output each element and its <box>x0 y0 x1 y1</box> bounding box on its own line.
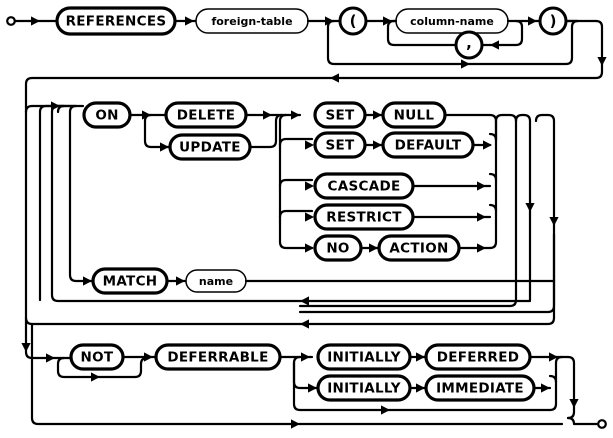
arrow-icon <box>373 140 382 150</box>
node-name-label: name <box>199 275 233 288</box>
node-set-null-set-label: SET <box>325 108 355 124</box>
arrow-icon <box>300 296 309 306</box>
node-lparen-label: ( <box>350 12 357 30</box>
arrow-icon <box>369 243 378 253</box>
node-action-label: ACTION <box>389 241 448 257</box>
arrow-icon <box>416 383 425 393</box>
arrow-icon <box>416 352 425 362</box>
arrow-icon <box>176 276 185 286</box>
node-immediate-label: IMMEDIATE <box>436 381 524 397</box>
node-null-label: NULL <box>394 108 435 124</box>
arrow-icon <box>477 243 486 253</box>
node-column-name-label: column-name <box>410 15 494 28</box>
arrow-icon <box>21 343 31 352</box>
node-initially-deferred-initially-label: INITIALLY <box>327 350 401 366</box>
arrow-icon <box>144 352 153 362</box>
arrow-icon <box>305 212 314 222</box>
arrow-icon <box>160 142 169 152</box>
arrow-icon <box>597 57 607 66</box>
arrow-icon <box>490 40 499 50</box>
arrow-icon <box>528 16 537 26</box>
node-on-label: ON <box>95 108 118 124</box>
row-deferrable: NOT DEFERRABLE INITIALLY DEFERRED INITIA… <box>21 316 607 429</box>
arrow-icon <box>291 110 300 120</box>
arrow-icon <box>305 140 314 150</box>
node-deferred-label: DEFERRED <box>437 350 520 366</box>
node-not-label: NOT <box>81 350 114 366</box>
arrow-icon <box>525 203 535 212</box>
arrow-icon <box>549 217 559 226</box>
node-comma-label: , <box>466 34 472 52</box>
arrow-icon <box>373 110 382 120</box>
arrow-icon <box>185 16 194 26</box>
arrow-icon <box>83 276 92 286</box>
node-set-default-set-label: SET <box>325 138 355 154</box>
arrow-icon <box>477 181 486 191</box>
row-references: REFERENCES foreign-table ( column-name )… <box>6 6 607 114</box>
arrow-icon <box>483 140 492 150</box>
node-deferrable-label: DEFERRABLE <box>167 350 268 366</box>
arrow-icon <box>461 59 470 69</box>
arrow-icon <box>330 73 339 83</box>
node-rparen-label: ) <box>550 12 557 30</box>
arrow-icon <box>301 352 310 362</box>
arrow-icon <box>291 419 300 429</box>
node-default-label: DEFAULT <box>395 138 462 154</box>
arrow-icon <box>305 181 314 191</box>
node-restrict-label: RESTRICT <box>326 210 402 226</box>
arrow-icon <box>381 405 390 415</box>
node-foreign-table-label: foreign-table <box>211 15 292 28</box>
arrow-icon <box>569 399 579 408</box>
node-update-label: UPDATE <box>179 140 241 156</box>
arrow-icon <box>300 319 309 329</box>
arrow-icon <box>305 243 314 253</box>
node-initially-immediate-initially-label: INITIALLY <box>327 381 401 397</box>
node-delete-label: DELETE <box>177 108 235 124</box>
end-circle <box>597 419 607 429</box>
arrow-icon <box>477 212 486 222</box>
node-no-label: NO <box>326 241 349 257</box>
arrow-icon <box>46 353 55 363</box>
arrow-icon <box>308 383 317 393</box>
row-actions: ON DELETE UPDATE SET NULL <box>24 101 559 329</box>
node-match-label: MATCH <box>103 274 158 290</box>
arrow-icon <box>91 372 100 382</box>
arrow-icon <box>263 110 272 120</box>
node-references-label: REFERENCES <box>66 14 167 30</box>
start-circle <box>6 16 16 26</box>
arrow-icon <box>31 16 40 26</box>
node-cascade-label: CASCADE <box>328 179 401 195</box>
arrow-icon <box>541 383 550 393</box>
